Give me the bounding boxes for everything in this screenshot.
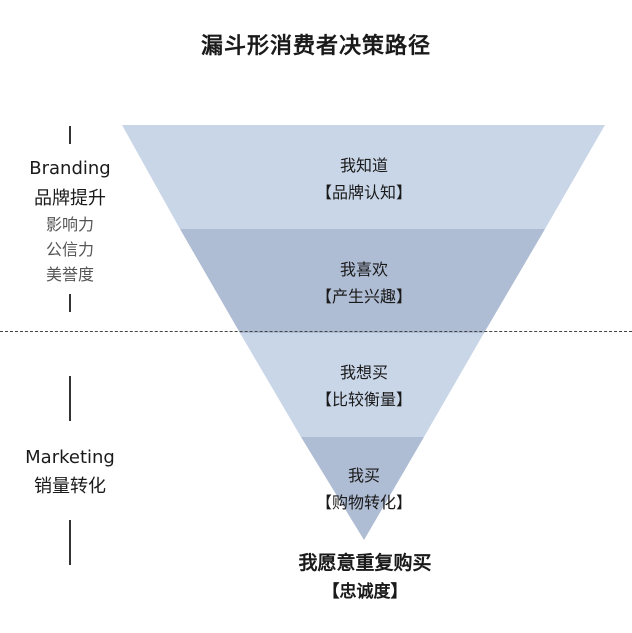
page-title: 漏斗形消费者决策路径	[200, 34, 431, 59]
funnel-stage-1-label: 我知道	[340, 156, 388, 175]
funnel-stage-4-shape	[301, 437, 424, 540]
branding-item-2: 公信力	[45, 240, 94, 259]
branding-bottom-line	[69, 294, 71, 312]
funnel-stage-4-sub: 【购物转化】	[316, 493, 412, 512]
branding-label-zh: 品牌提升	[34, 188, 106, 209]
final-stage-label: 我愿意重复购买	[298, 552, 432, 574]
funnel-stage-1-shape	[122, 125, 605, 229]
branding-item-1: 影响力	[45, 215, 94, 234]
branding-label-en: Branding	[29, 158, 111, 179]
marketing-label-en: Marketing	[25, 447, 115, 468]
marketing-top-line	[69, 376, 71, 421]
funnel-stage-1-sub: 【品牌认知】	[316, 183, 412, 202]
funnel-stage-2-label: 我喜欢	[340, 260, 388, 279]
marketing-bottom-line	[69, 520, 71, 565]
funnel-stage-2-shape	[180, 229, 545, 333]
funnel-stage-4-label: 我买	[348, 466, 380, 485]
branding-marketing-divider	[0, 331, 632, 332]
funnel-stage-3-sub: 【比较衡量】	[316, 390, 412, 409]
branding-item-3: 美誉度	[45, 265, 94, 284]
funnel-stage-2-sub: 【产生兴趣】	[316, 287, 412, 306]
funnel-stage-3-shape	[240, 333, 484, 437]
final-stage-sub: 【忠诚度】	[322, 582, 408, 602]
branding-top-line	[69, 126, 71, 144]
marketing-label-zh: 销量转化	[34, 476, 106, 497]
funnel-stage-3-label: 我想买	[340, 363, 388, 382]
